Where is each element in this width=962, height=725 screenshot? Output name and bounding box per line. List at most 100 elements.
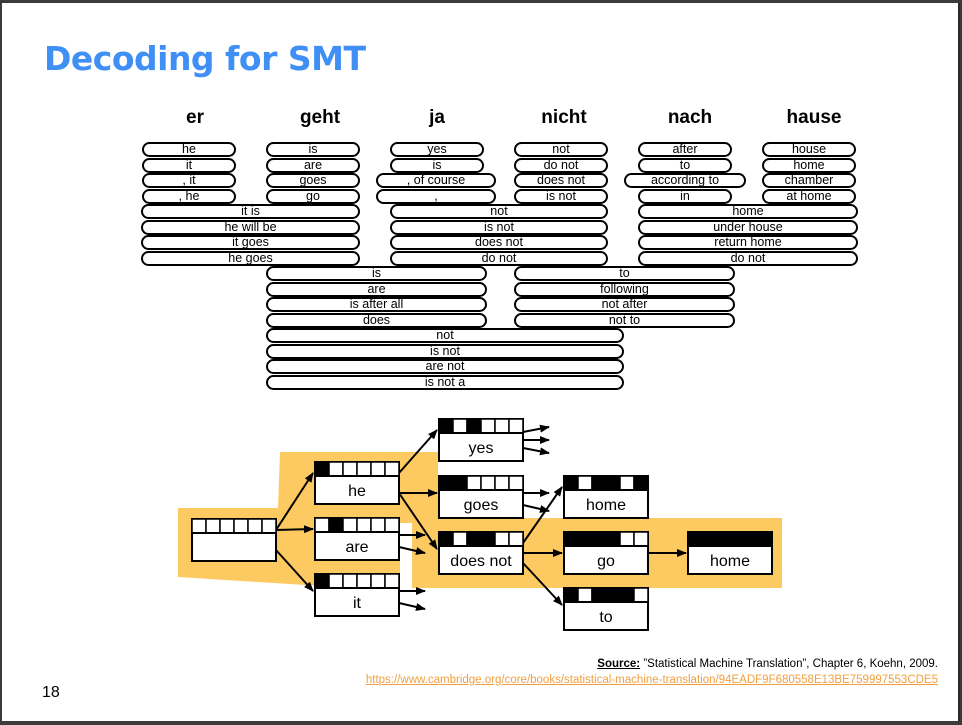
phrase-option: are — [266, 281, 487, 297]
phrase-option: it goes — [141, 235, 360, 250]
expansion-edge — [522, 562, 563, 606]
phrase-option: go — [266, 188, 360, 204]
coverage-cell — [452, 418, 468, 434]
pending-edge — [522, 447, 550, 456]
coverage-cell — [370, 517, 386, 533]
foreign-word-nach: nach — [667, 107, 713, 128]
coverage-cell — [494, 531, 510, 547]
coverage-cell — [619, 587, 635, 603]
phrase-option: home — [762, 157, 856, 173]
foreign-word-ja: ja — [429, 107, 445, 128]
hypothesis-label: to — [599, 609, 612, 626]
coverage-cell — [563, 475, 579, 491]
coverage-cell — [480, 475, 496, 491]
phrase-option: is not — [266, 343, 624, 359]
coverage-cell — [438, 531, 454, 547]
coverage-cell — [577, 475, 593, 491]
phrase-option: not — [390, 204, 608, 219]
expansion-edge — [398, 492, 438, 550]
expansion-edge — [275, 472, 314, 531]
source-citation: Source: ”Statistical Machine Translation… — [597, 658, 938, 670]
coverage-cell — [605, 475, 621, 491]
phrase-option: chamber — [762, 173, 856, 188]
phrase-option: not to — [514, 312, 735, 328]
hypothesis-node — [191, 518, 277, 562]
coverage-cell — [342, 461, 358, 477]
coverage-cell — [729, 531, 745, 547]
coverage-cell — [687, 531, 703, 547]
coverage-cell — [563, 531, 579, 547]
hypothesis-node: home — [687, 531, 773, 575]
phrase-option: are — [266, 157, 360, 173]
coverage-cell — [494, 475, 510, 491]
coverage-cell — [191, 518, 207, 534]
coverage-cell — [494, 418, 510, 434]
coverage-cell — [314, 461, 330, 477]
hypothesis-node: yes — [438, 418, 524, 462]
phrase-option: in — [638, 188, 732, 204]
coverage-cell — [356, 461, 372, 477]
expansion-edge — [398, 429, 438, 474]
coverage-cell — [356, 517, 372, 533]
phrase-option: does not — [390, 235, 608, 250]
coverage-cell — [605, 587, 621, 603]
coverage-cell — [328, 573, 344, 589]
coverage-cell — [314, 573, 330, 589]
coverage-cell — [591, 531, 607, 547]
coverage-cell — [633, 587, 649, 603]
hypothesis-label: home — [586, 497, 626, 514]
hypothesis-label: he — [348, 483, 366, 500]
phrase-option: do not — [514, 157, 608, 173]
pending-edge — [522, 504, 550, 513]
phrase-option: home — [638, 204, 858, 219]
source-link[interactable]: https://www.cambridge.org/core/books/sta… — [365, 674, 938, 686]
phrase-option: yes — [390, 142, 484, 157]
phrase-option: do not — [390, 250, 608, 266]
phrase-option: is not a — [266, 374, 624, 390]
phrase-option: not — [266, 328, 624, 343]
expansion-edge — [522, 486, 563, 544]
phrase-option: is not — [514, 188, 608, 204]
phrase-option: he goes — [141, 250, 360, 266]
phrase-option: , of course — [376, 173, 496, 188]
pending-edge — [522, 424, 550, 433]
hypothesis-label: are — [345, 539, 368, 556]
phrase-option: is — [266, 142, 360, 157]
phrase-option: are not — [266, 359, 624, 374]
coverage-cell — [591, 475, 607, 491]
phrase-option: does not — [514, 173, 608, 188]
hypothesis-node: home — [563, 475, 649, 519]
coverage-cell — [233, 518, 249, 534]
phrase-option: is — [390, 157, 484, 173]
source-label: Source: — [597, 658, 641, 670]
phrase-option: according to — [624, 173, 746, 188]
coverage-cell — [480, 531, 496, 547]
hypothesis-node: to — [563, 587, 649, 631]
coverage-cell — [219, 518, 235, 534]
phrase-option: it — [142, 157, 236, 173]
phrase-option: he will be — [141, 219, 360, 235]
foreign-word-nicht: nicht — [541, 107, 587, 128]
hypothesis-node: are — [314, 517, 400, 561]
phrase-option: , it — [142, 173, 236, 188]
phrase-option: he — [142, 142, 236, 157]
coverage-cell — [757, 531, 773, 547]
hypothesis-node: he — [314, 461, 400, 505]
coverage-cell — [370, 573, 386, 589]
phrase-option: do not — [638, 250, 858, 266]
coverage-cell — [452, 531, 468, 547]
foreign-word-er: er — [186, 107, 204, 128]
coverage-cell — [205, 518, 221, 534]
hypothesis-node: goes — [438, 475, 524, 519]
coverage-cell — [247, 518, 263, 534]
coverage-cell — [577, 531, 593, 547]
hypothesis-node: it — [314, 573, 400, 617]
slide-title: Decoding for SMT — [44, 39, 366, 78]
hypothesis-label: does not — [450, 553, 512, 570]
coverage-cell — [328, 461, 344, 477]
coverage-cell — [356, 573, 372, 589]
coverage-cell — [577, 587, 593, 603]
foreign-word-geht: geht — [299, 107, 341, 128]
phrase-option: does — [266, 312, 487, 328]
